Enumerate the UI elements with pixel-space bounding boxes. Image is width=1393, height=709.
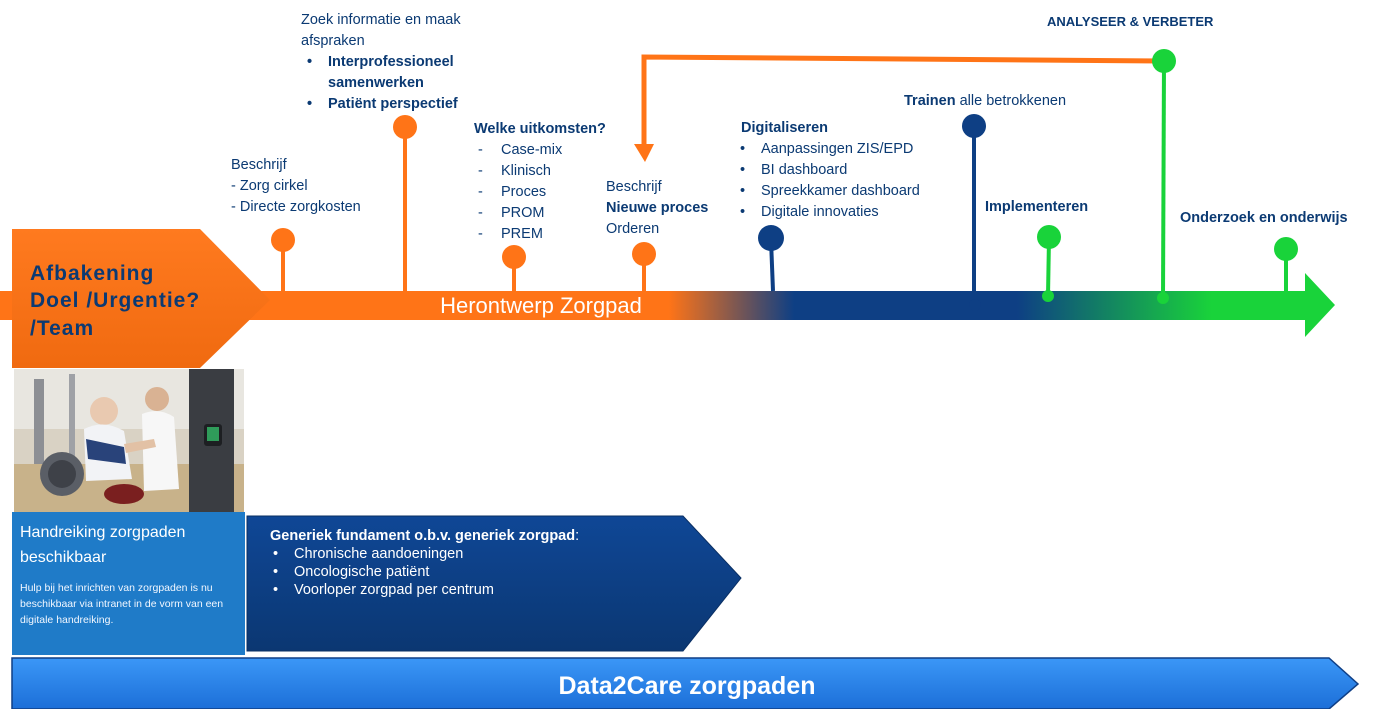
milestone-new-process bbox=[632, 242, 656, 266]
main-arrow bbox=[0, 273, 1335, 337]
milestone-outcomes bbox=[502, 245, 526, 269]
new-process-line: Beschrijf bbox=[606, 179, 662, 195]
digital-item: BI dashboard bbox=[734, 160, 920, 181]
outcomes-item: PROM bbox=[474, 203, 606, 224]
generic-item: Chronische aandoeningen bbox=[270, 545, 630, 563]
footer-arrow bbox=[11, 657, 1360, 709]
new-process-line: Nieuwe proces bbox=[606, 200, 709, 216]
info-item: Interprofessioneel samenwerken bbox=[301, 52, 501, 94]
train-bold: Trainen bbox=[904, 93, 956, 109]
info-block: Zoek informatie en maak afspraken Interp… bbox=[301, 10, 521, 115]
milestone-analyse bbox=[1152, 49, 1176, 73]
digital-title: Digitaliseren bbox=[741, 120, 829, 136]
describe-title: Beschrijf bbox=[231, 157, 287, 173]
train-rest: alle betrokkenen bbox=[955, 93, 1067, 109]
footer-label: Data2Care zorgpaden bbox=[558, 672, 815, 700]
generic-title-suffix: : bbox=[575, 528, 580, 544]
milestone-info bbox=[393, 115, 417, 139]
train-block: Trainen alle betrokkenen bbox=[904, 91, 1066, 112]
info-card-heading: Handreiking zorgpaden beschikbaar bbox=[20, 524, 186, 566]
new-process-block: Beschrijf Nieuwe proces Orderen bbox=[606, 177, 708, 240]
base-dot-implement bbox=[1042, 290, 1054, 302]
milestone-describe bbox=[271, 228, 295, 252]
info-item: Patiënt perspectief bbox=[301, 94, 501, 115]
generic-item: Oncologische patiënt bbox=[270, 563, 630, 581]
scope-line-1: Afbakening bbox=[30, 262, 154, 285]
analyse-title: ANALYSEER & VERBETER bbox=[1047, 14, 1214, 29]
milestone-research bbox=[1274, 237, 1298, 261]
outcomes-item: PREM bbox=[474, 224, 606, 245]
scope-pentagon bbox=[12, 229, 270, 368]
outcomes-block: Welke uitkomsten? Case-mix Klinisch Proc… bbox=[474, 119, 606, 245]
scope-line-3: /Team bbox=[30, 317, 94, 340]
info-card-body: Hulp bij het inrichten van zorgpaden is … bbox=[20, 582, 224, 626]
feedback-loop-arrowhead bbox=[634, 144, 654, 162]
digital-item: Aanpassingen ZIS/EPD bbox=[734, 139, 920, 160]
implement-title: Implementeren bbox=[985, 199, 1089, 215]
digital-item: Digitale innovaties bbox=[734, 202, 920, 223]
base-dot-train bbox=[969, 299, 981, 311]
generic-foundation-text: Generiek fundament o.b.v. generiek zorgp… bbox=[270, 527, 630, 599]
photo-illustration bbox=[14, 369, 244, 512]
digital-block: Digitaliseren Aanpassingen ZIS/EPD BI da… bbox=[740, 118, 920, 223]
research-title: Onderzoek en onderwijs bbox=[1180, 210, 1348, 226]
digital-item: Spreekkamer dashboard bbox=[734, 181, 920, 202]
feedback-loop-arrow bbox=[641, 54, 1166, 148]
outcomes-item: Klinisch bbox=[474, 161, 606, 182]
generic-title: Generiek fundament o.b.v. generiek zorgp… bbox=[270, 528, 576, 544]
milestone-train bbox=[962, 114, 986, 138]
new-process-line: Orderen bbox=[606, 221, 660, 237]
describe-block: Beschrijf - Zorg cirkel - Directe zorgko… bbox=[231, 155, 361, 218]
photo-physiotherapy bbox=[14, 369, 244, 512]
outcomes-title: Welke uitkomsten? bbox=[474, 121, 606, 137]
outcomes-item: Case-mix bbox=[474, 140, 606, 161]
milestone-digital bbox=[758, 225, 784, 251]
describe-item: - Directe zorgkosten bbox=[231, 199, 361, 215]
base-dot-analyse bbox=[1157, 292, 1169, 304]
generic-item: Voorloper zorgpad per centrum bbox=[270, 581, 630, 599]
info-card: Handreiking zorgpaden beschikbaar Hulp b… bbox=[12, 512, 245, 655]
stem-analyse bbox=[1161, 60, 1166, 299]
main-arrow-label: Herontwerp Zorgpad bbox=[440, 293, 642, 318]
describe-item: - Zorg cirkel bbox=[231, 178, 308, 194]
milestone-implement bbox=[1037, 225, 1061, 249]
outcomes-item: Proces bbox=[474, 182, 606, 203]
info-intro: Zoek informatie en maak afspraken bbox=[301, 12, 461, 49]
scope-line-2: Doel /Urgentie? bbox=[30, 289, 200, 312]
